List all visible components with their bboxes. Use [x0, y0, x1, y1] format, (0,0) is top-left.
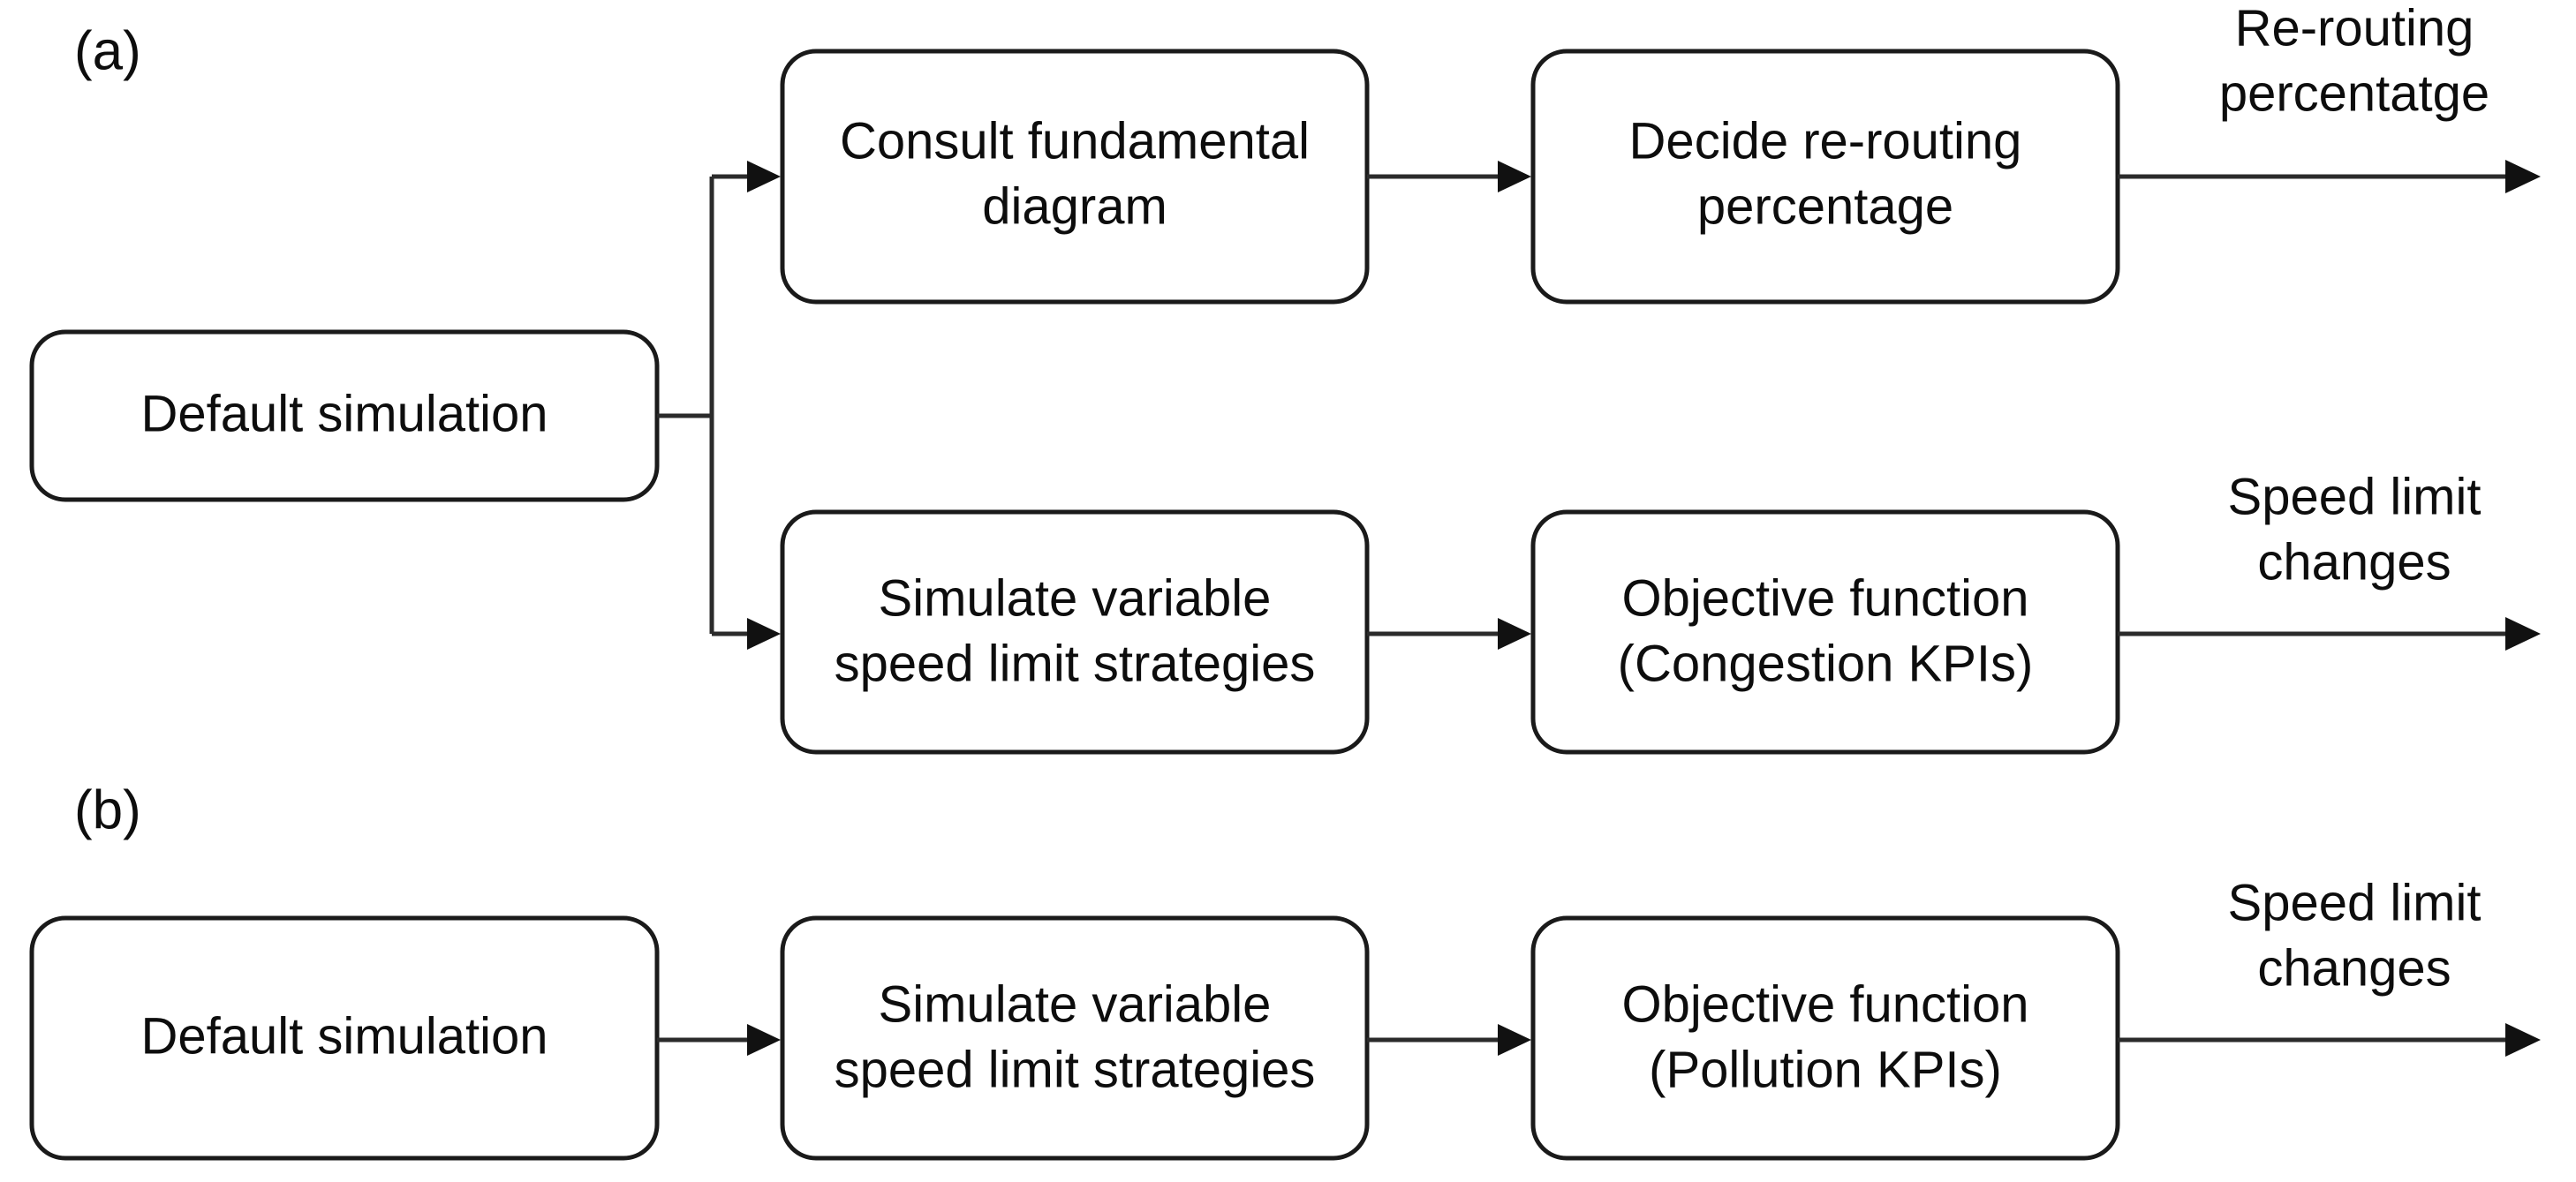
node-b-simulate-variable-speed-limit-strategies-shape	[780, 915, 1370, 1161]
arrow-head-b-output	[2505, 1023, 2541, 1057]
node-b-simulate-variable-speed-limit-strategies-label-line2: speed limit strategies	[835, 1041, 1316, 1098]
edge-label-a-row1-output-line2: percentatge	[2219, 64, 2489, 122]
edge-a-row2-step1-to-step2	[1367, 618, 1531, 650]
node-a-simulate-variable-speed-limit-strategies-shape	[780, 509, 1370, 755]
node-a-objective-function-congestion-kpis[interactable]: Objective function (Congestion KPIs)	[1530, 509, 2120, 755]
node-a-decide-re-routing-percentage[interactable]: Decide re-routing percentage	[1530, 49, 2120, 305]
edge-b-output	[2118, 1023, 2541, 1057]
edge-label-b-output-line2: changes	[2257, 939, 2451, 997]
arrow-head-b-to-simulate-vsl	[747, 1024, 781, 1056]
edge-a-row1-output	[2118, 160, 2541, 193]
node-b-objective-function-pollution-kpis-shape	[1530, 915, 2120, 1161]
arrow-head-b-to-objective-function-pollution	[1498, 1024, 1531, 1056]
node-a-decide-re-routing-percentage-label-line1: Decide re-routing	[1629, 112, 2022, 169]
edge-label-a-row1-output-line1: Re-routing	[2235, 0, 2474, 56]
node-a-consult-fundamental-diagram[interactable]: Consult fundamental diagram	[780, 49, 1370, 305]
node-b-objective-function-pollution-kpis-label-line1: Objective function	[1621, 975, 2028, 1033]
node-a-simulate-variable-speed-limit-strategies[interactable]: Simulate variable speed limit strategies	[780, 509, 1370, 755]
node-b-simulate-variable-speed-limit-strategies-label-line1: Simulate variable	[879, 975, 1272, 1033]
node-a-consult-fundamental-diagram-shape	[780, 49, 1370, 305]
node-a-default-simulation-label: Default simulation	[141, 385, 548, 442]
node-a-objective-function-congestion-kpis-shape	[1530, 509, 2120, 755]
node-b-default-simulation-label: Default simulation	[141, 1007, 548, 1065]
panel-a-label: (a)	[74, 20, 141, 81]
edge-a-row1-step1-to-step2	[1367, 161, 1531, 192]
arrow-head-a-to-consult-fundamental-diagram	[747, 161, 781, 192]
node-a-decide-re-routing-percentage-label-line2: percentage	[1697, 177, 1953, 235]
node-b-default-simulation[interactable]: Default simulation	[29, 915, 660, 1161]
arrow-head-a-to-simulate-vsl-congestion	[747, 618, 781, 650]
node-b-simulate-variable-speed-limit-strategies[interactable]: Simulate variable speed limit strategies	[780, 915, 1370, 1161]
arrow-head-a-row1-output	[2505, 160, 2541, 193]
node-a-default-simulation[interactable]: Default simulation	[29, 329, 660, 502]
node-a-consult-fundamental-diagram-label-line1: Consult fundamental	[840, 112, 1310, 169]
node-a-objective-function-congestion-kpis-label-line2: (Congestion KPIs)	[1618, 635, 2034, 692]
edge-label-a-row2-output-line1: Speed limit	[2228, 468, 2482, 525]
node-a-simulate-variable-speed-limit-strategies-label-line1: Simulate variable	[879, 569, 1272, 627]
arrow-head-a-to-objective-function-congestion	[1498, 618, 1531, 650]
edge-a-row2-output	[2118, 617, 2541, 651]
node-b-objective-function-pollution-kpis-label-line2: (Pollution KPIs)	[1649, 1041, 2002, 1098]
edge-label-b-output-line1: Speed limit	[2228, 874, 2482, 931]
node-a-objective-function-congestion-kpis-label-line1: Objective function	[1621, 569, 2028, 627]
edge-b-start-to-step1	[657, 1024, 781, 1056]
arrow-head-a-row2-output	[2505, 617, 2541, 651]
node-a-consult-fundamental-diagram-label-line2: diagram	[982, 177, 1167, 235]
arrow-head-a-to-decide-re-routing-percentage	[1498, 161, 1531, 192]
node-a-simulate-variable-speed-limit-strategies-label-line2: speed limit strategies	[835, 635, 1316, 692]
node-b-objective-function-pollution-kpis[interactable]: Objective function (Pollution KPIs)	[1530, 915, 2120, 1161]
node-a-decide-re-routing-percentage-shape	[1530, 49, 2120, 305]
edge-label-a-row2-output-line2: changes	[2257, 533, 2451, 591]
edge-a-branch-connector	[657, 161, 781, 650]
edge-b-step1-to-step2	[1367, 1024, 1531, 1056]
panel-b-label: (b)	[74, 779, 141, 840]
